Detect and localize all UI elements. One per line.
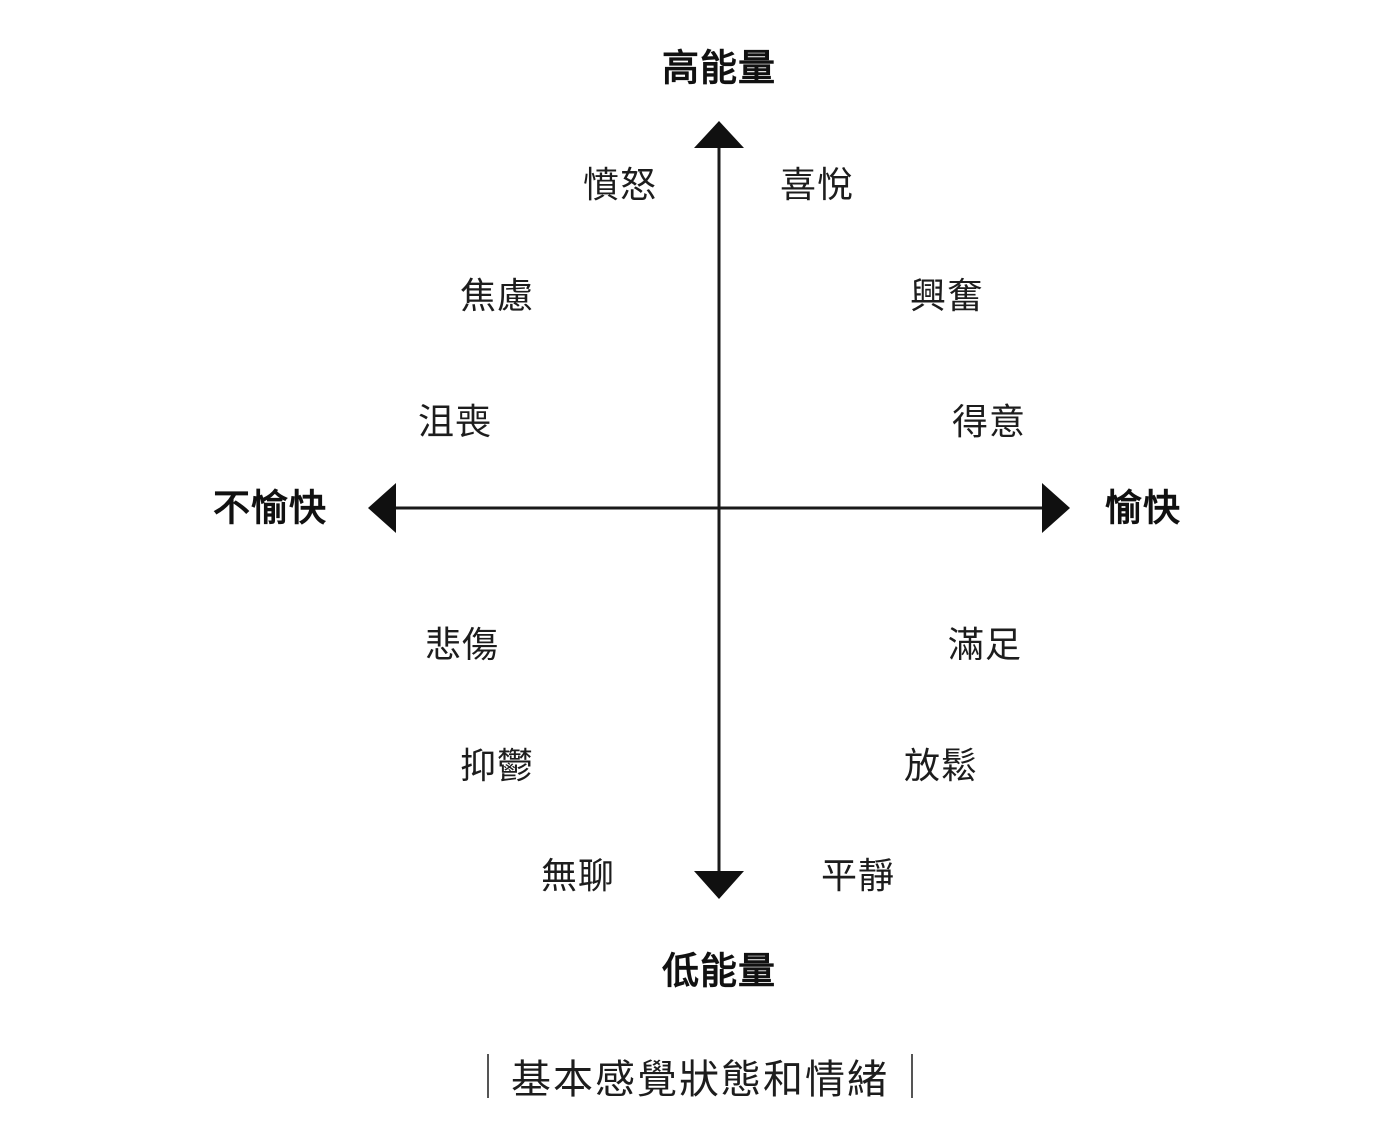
emotion-label-calm: 平靜 xyxy=(820,855,896,896)
emotion-label-sadness: 悲傷 xyxy=(424,624,500,665)
arrow-right-icon xyxy=(1042,483,1070,533)
axis-label-high-energy: 高能量 xyxy=(662,47,776,89)
arrow-down-icon xyxy=(694,871,744,899)
figure-caption: 基本感覺狀態和情緒 xyxy=(487,1047,913,1105)
emotion-label-anger: 憤怒 xyxy=(582,164,658,205)
emotion-label-joy: 喜悅 xyxy=(779,164,855,205)
emotion-label-anxiety: 焦慮 xyxy=(459,275,535,316)
axis-label-unpleasant: 不愉快 xyxy=(213,487,327,529)
emotion-label-contentment: 滿足 xyxy=(947,624,1023,665)
caption-text: 基本感覺狀態和情緒 xyxy=(511,1057,889,1102)
axis-label-pleasant: 愉快 xyxy=(1105,487,1181,529)
axis-label-low-energy: 低能量 xyxy=(662,950,776,992)
caption-divider-right xyxy=(911,1054,913,1098)
emotion-label-depression: 抑鬱 xyxy=(459,745,535,786)
emotion-label-dejection: 沮喪 xyxy=(417,401,493,442)
arrow-up-icon xyxy=(694,121,744,148)
emotion-label-excitement: 興奮 xyxy=(909,275,985,316)
emotion-label-elation: 得意 xyxy=(951,401,1027,442)
caption-divider-left xyxy=(487,1054,489,1098)
emotion-label-relaxation: 放鬆 xyxy=(903,745,979,786)
arrow-left-icon xyxy=(368,483,396,533)
emotion-label-boredom: 無聊 xyxy=(540,855,616,896)
